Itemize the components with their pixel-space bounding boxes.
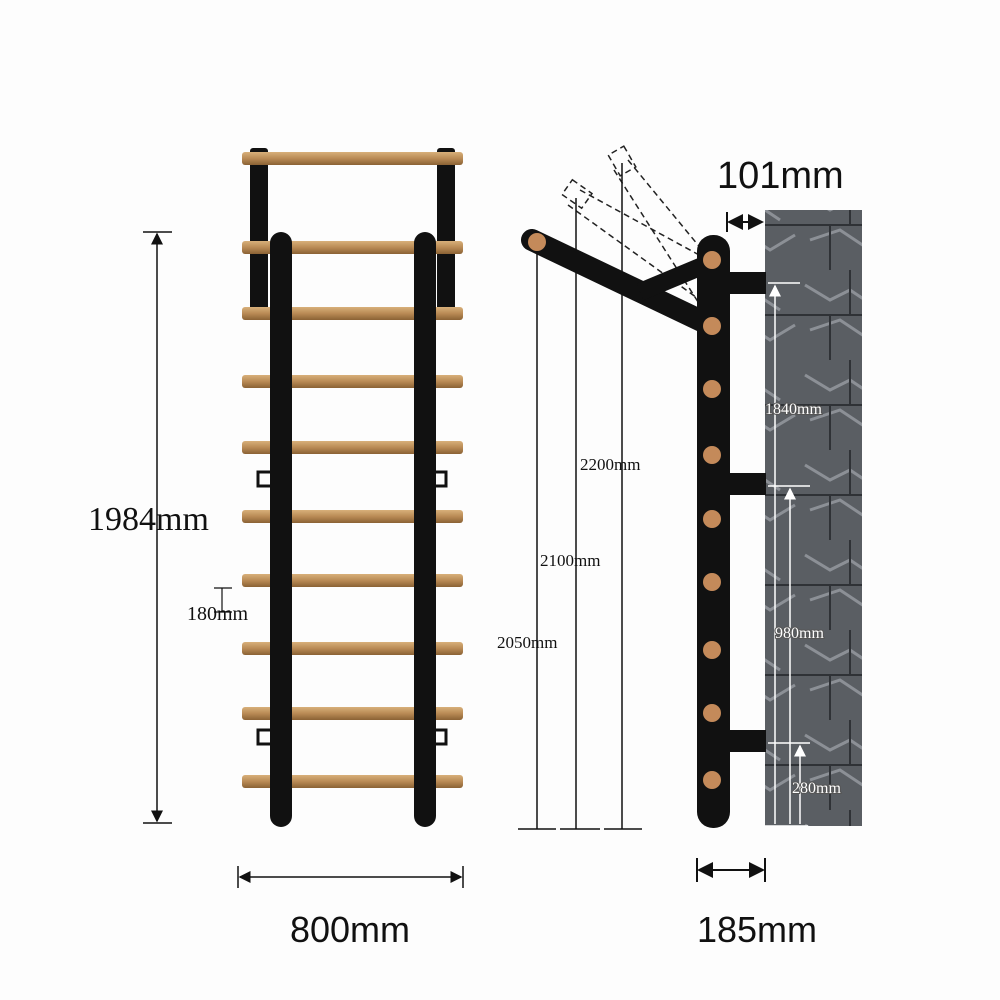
wall-gap-dimension [726,212,764,232]
bracket-label-1840: 1840mm [765,401,822,418]
side-ladder [521,229,766,828]
rung [242,152,463,165]
rung [242,574,463,587]
rung [242,241,463,254]
depth-dimension [696,858,766,882]
back-upright-left [250,148,268,318]
width-dimension [237,866,464,888]
rung [242,775,463,788]
wall-bracket [256,470,274,488]
peg [703,771,721,789]
peg [703,704,721,722]
rung [242,510,463,523]
peg [703,510,721,528]
wall-bracket [256,728,274,746]
reach-label-2100: 2100mm [540,551,600,570]
back-upright-right [437,148,455,318]
peg [703,641,721,659]
bracket-label-280: 280mm [792,780,841,797]
peg [528,233,546,251]
rung [242,375,463,388]
depth-label: 185mm [697,909,817,950]
peg [703,251,721,269]
bracket-height-dimensions [765,282,810,827]
wall-arm [730,272,766,294]
reach-label-2050: 2050mm [497,633,557,652]
rung-spacing-dimension [214,587,232,613]
front-ladder [242,148,463,827]
width-label: 800mm [290,909,410,950]
rung [242,441,463,454]
wall-arm [730,473,766,495]
rung [242,307,463,320]
height-dimension [143,231,172,824]
rung [242,642,463,655]
stone-wall [765,210,862,826]
rung-spacing-label: 180mm [187,603,249,625]
rung [242,707,463,720]
wall-arm [730,730,766,752]
reach-label-2200: 2200mm [580,455,640,474]
height-label: 1984mm [88,501,209,538]
front-upright-left [270,232,292,827]
bracket-label-980: 980mm [775,625,824,642]
peg [703,446,721,464]
peg [703,380,721,398]
rungs [242,152,463,788]
front-upright-right [414,232,436,827]
peg [703,317,721,335]
peg [703,573,721,591]
pegs [703,251,721,789]
wall-gap-label: 101mm [717,155,844,197]
pullup-arm [521,229,723,337]
